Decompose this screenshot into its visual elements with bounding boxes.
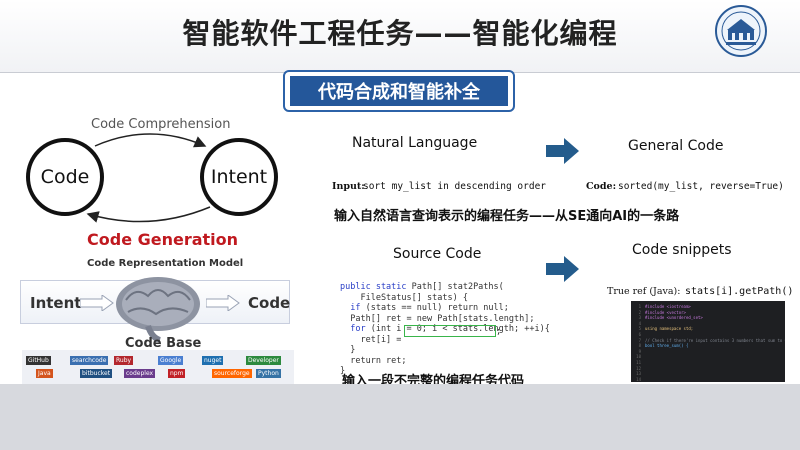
code-circle: Code bbox=[26, 138, 104, 216]
input-label: Input: bbox=[332, 181, 365, 192]
code-representation-label: Code Representation Model bbox=[87, 258, 244, 269]
code-text: } bbox=[340, 366, 346, 376]
code-text: (stats == null) return null; bbox=[365, 303, 509, 313]
code-keyword: if bbox=[340, 303, 366, 313]
slide-title: 智能软件工程任务——智能化编程 bbox=[182, 17, 618, 50]
code-base-logo: nuget bbox=[202, 356, 224, 365]
code-base-logo: Python bbox=[256, 369, 281, 378]
editor-line-number: 3 bbox=[638, 315, 641, 321]
code-base-logo: Ruby bbox=[114, 356, 134, 365]
editor-line-number: 8 bbox=[638, 343, 641, 349]
editor-line-number: 6 bbox=[638, 332, 641, 337]
code-text: return ret; bbox=[340, 355, 407, 366]
model-code-label: Code bbox=[248, 294, 291, 312]
arrow-right-icon bbox=[546, 138, 579, 164]
source-code-label: Source Code bbox=[393, 246, 482, 262]
general-code-label: General Code bbox=[628, 138, 724, 154]
viewer-bottom-area bbox=[0, 384, 800, 450]
source-code-line: Path[] ret = new Path[stats.length]; bbox=[340, 314, 534, 324]
code-text: (int i = 0; i < stats.length; ++i){ bbox=[370, 324, 550, 334]
code-text: FileStatus[] stats) { bbox=[340, 292, 468, 303]
subtitle-text: 代码合成和智能补全 bbox=[290, 76, 508, 106]
editor-code-line: #include <vector> bbox=[645, 309, 686, 315]
code-base-logo: npm bbox=[168, 369, 186, 378]
model-intent-label: Intent bbox=[30, 294, 82, 312]
code-base-logo-collage: GitHub searchcode Ruby Google nuget Developer… bbox=[22, 350, 294, 384]
source-code-line: if (stats == null) return null; bbox=[340, 303, 509, 313]
input-query-text: sort my_list in descending order bbox=[363, 181, 547, 192]
statement-end: ; bbox=[496, 327, 502, 337]
code-base-logo: searchcode bbox=[70, 356, 109, 365]
arrow-right-icon bbox=[206, 295, 240, 311]
source-code-line: for (int i = 0; i < stats.length; ++i){ bbox=[340, 324, 550, 334]
university-logo-icon bbox=[715, 5, 767, 57]
code-generation-label: Code Generation bbox=[87, 230, 239, 249]
source-code-line: return ret; bbox=[340, 355, 407, 366]
natural-language-label: Natural Language bbox=[352, 135, 478, 151]
editor-line-number: 12 bbox=[636, 365, 641, 371]
slide-canvas: 智能软件工程任务——智能化编程 代码合成和智能补全 Code Comprehen… bbox=[0, 0, 800, 384]
arrow-right-icon bbox=[546, 256, 579, 282]
true-ref-code: stats[i].getPath() bbox=[685, 286, 794, 297]
editor-line-number: 14 bbox=[636, 376, 641, 382]
code-base-logo: bitbucket bbox=[80, 369, 113, 378]
intent-circle: Intent bbox=[200, 138, 278, 216]
editor-code-line: #include <iostream> bbox=[645, 304, 691, 309]
editor-line-number: 11 bbox=[636, 360, 641, 365]
true-ref-label: True ref (Java): bbox=[607, 286, 681, 297]
editor-line-number: 10 bbox=[636, 354, 641, 360]
editor-line-number: 1 bbox=[638, 304, 641, 309]
intent-circle-label: Intent bbox=[210, 166, 268, 188]
nl-caption: 输入自然语言查询表示的编程任务——从SE通向AI的一条路 bbox=[334, 209, 680, 224]
source-code-line: public static Path[] stat2Paths( bbox=[340, 282, 504, 292]
editor-code-line: using namespace std; bbox=[645, 326, 694, 332]
code-base-logo: sourceforge bbox=[212, 369, 252, 378]
code-circle-label: Code bbox=[40, 166, 90, 188]
source-caption: 输入一段不完整的编程任务代码 bbox=[342, 374, 525, 384]
editor-line-number: 7 bbox=[638, 337, 641, 343]
editor-line-number: 13 bbox=[636, 371, 641, 377]
code-text: Path[] stat2Paths( bbox=[411, 282, 504, 292]
code-comprehension-label: Code Comprehension bbox=[91, 117, 231, 132]
subtitle-box: 代码合成和智能补全 bbox=[283, 70, 515, 112]
completion-blank-highlight bbox=[404, 325, 496, 337]
source-code-block: public static Path[] stat2Paths( FileSta… bbox=[340, 282, 560, 376]
code-output-label: Code: bbox=[586, 181, 617, 192]
code-text: Path[] ret = new Path[stats.length]; bbox=[340, 313, 535, 324]
editor-code-line: bool three_sum() { bbox=[645, 343, 689, 349]
code-output-text: sorted(my_list, reverse=True) bbox=[618, 181, 784, 192]
source-code-line: FileStatus[] stats) { bbox=[340, 292, 468, 303]
editor-line-number: 2 bbox=[638, 309, 641, 315]
code-base-logo: Developer bbox=[246, 356, 281, 365]
editor-line-number: 5 bbox=[638, 326, 641, 332]
code-text: } bbox=[340, 345, 356, 355]
code-keyword: for bbox=[340, 324, 371, 334]
source-code-line: ret[i] = bbox=[340, 335, 407, 345]
code-base-logo: Java bbox=[36, 369, 53, 378]
editor-code-line: // Check if there're input contains 3 nu… bbox=[645, 337, 785, 343]
code-base-label: Code Base bbox=[125, 336, 202, 351]
editor-line-number: 9 bbox=[638, 348, 641, 354]
code-text: ret[i] = bbox=[340, 334, 407, 345]
code-base-logo: Google bbox=[158, 356, 184, 365]
brain-icon bbox=[116, 277, 200, 342]
code-keyword: public static bbox=[340, 282, 412, 292]
code-snippets-label: Code snippets bbox=[632, 242, 732, 258]
cycle-arrows bbox=[86, 133, 211, 223]
source-code-line: } bbox=[340, 345, 355, 355]
editor-code-line: #include <unordered_set> bbox=[645, 315, 703, 321]
editor-line-number: 4 bbox=[638, 320, 641, 326]
source-code-line: } bbox=[340, 366, 345, 376]
code-base-logo: codeplex bbox=[124, 369, 156, 378]
arrow-right-icon bbox=[80, 295, 114, 311]
code-base-logo: GitHub bbox=[26, 356, 51, 365]
